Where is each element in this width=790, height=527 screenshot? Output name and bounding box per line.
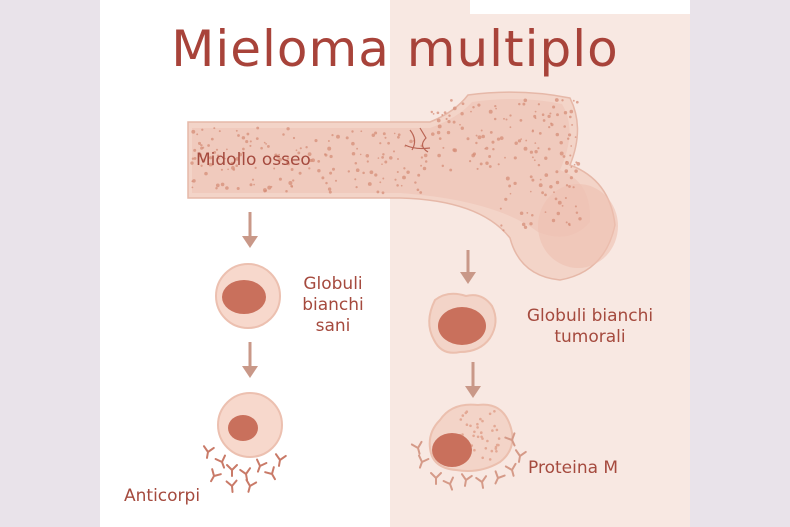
arrow-down-2	[242, 342, 258, 378]
arrow-down-3	[460, 250, 476, 284]
tumor-white-cell	[428, 292, 497, 354]
label-bone-marrow: Midollo osseo	[196, 150, 311, 170]
top-white-strip	[470, 0, 690, 14]
label-antibodies: Anticorpi	[124, 486, 201, 506]
m-protein-group	[410, 432, 527, 491]
healthy-white-cell	[215, 263, 281, 329]
diagram-illustration	[187, 91, 618, 493]
healthy-white-cell-mature	[217, 392, 283, 458]
diagram-canvas: Mieloma multiplo Midollo osseo Globuli b…	[100, 0, 690, 527]
arrow-down-4	[465, 362, 481, 398]
page-title: Mieloma multiplo	[171, 20, 619, 78]
bone-fracture	[404, 127, 431, 153]
arrow-down-1	[242, 212, 258, 248]
label-healthy-cells: Globuli bianchi sani	[302, 274, 364, 336]
label-tumor-cells: Globuli bianchi tumorali	[526, 306, 654, 347]
bone-joint-head	[538, 184, 618, 268]
tumor-cell-protein	[428, 403, 514, 472]
antibodies-group	[202, 445, 287, 493]
label-m-protein: Proteina M	[528, 458, 619, 478]
bone-speckles	[190, 98, 582, 232]
